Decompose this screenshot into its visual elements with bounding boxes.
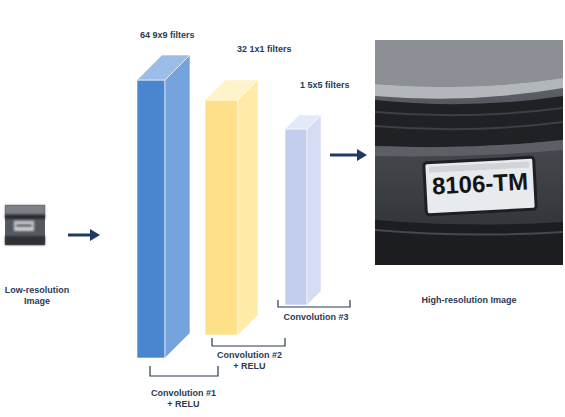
flow-arrow [330,149,367,161]
image-node: High-resolution Image [375,40,563,265]
conv-layer: 32 1x1 filtersConvolution #2 + RELU [205,80,258,335]
layer-slab [285,115,321,305]
filter-count: 64 9x9 filters [140,30,195,41]
flow-arrow [68,229,100,241]
filter-count: 1 5x5 filters [300,80,350,91]
conv-layer: 1 5x5 filtersConvolution #3 [285,115,321,305]
image-node: Low-resolution Image [5,205,45,245]
layer-caption: Convolution #2 + RELU [214,350,285,372]
filter-count: 32 1x1 filters [237,44,292,55]
plate-number: 8106-TM [424,167,535,201]
low-res-photo [5,205,45,245]
layer-caption: Convolution #1 + RELU [148,388,219,410]
conv-layer: 64 9x9 filtersConvolution #1 + RELU [137,55,190,358]
high-res-photo [375,40,563,265]
image-caption: Low-resolution Image [3,285,71,307]
layer-bracket [150,366,218,376]
layer-caption: Convolution #3 [280,312,352,323]
image-caption: High-resolution Image [375,295,563,306]
layer-slab [205,80,258,335]
layer-slab [137,55,190,358]
layer-bracket [212,338,285,346]
